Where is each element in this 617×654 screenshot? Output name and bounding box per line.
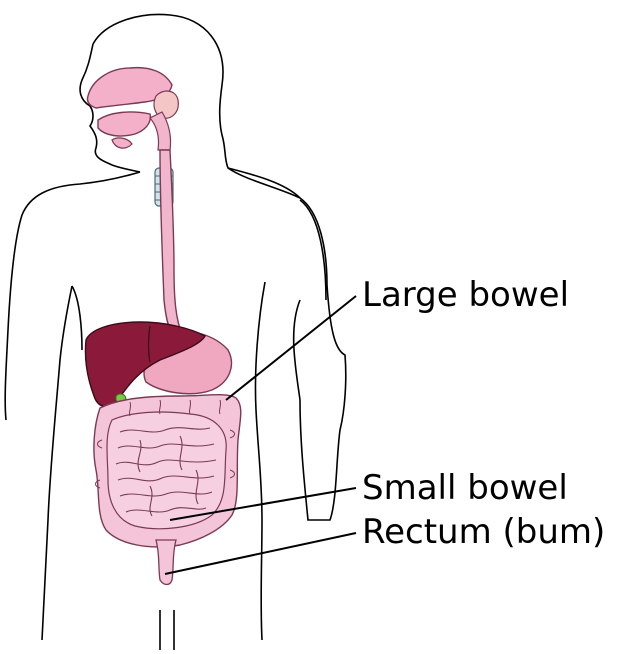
left-arm-outline	[42, 286, 72, 640]
label-small-bowel: Small bowel	[362, 471, 568, 505]
leader-line-large-bowel	[226, 296, 356, 400]
head-outline	[80, 44, 140, 172]
tongue	[112, 138, 132, 148]
label-large-bowel: Large bowel	[362, 278, 569, 312]
esophagus	[160, 150, 182, 338]
right-torso-outline	[255, 282, 265, 640]
leg-gap-outline	[160, 610, 174, 650]
label-rectum: Rectum (bum)	[362, 515, 605, 549]
left-torso-outline	[72, 286, 82, 350]
right-arm-outline	[300, 200, 326, 300]
rectum	[156, 540, 176, 585]
mouth	[98, 112, 150, 136]
